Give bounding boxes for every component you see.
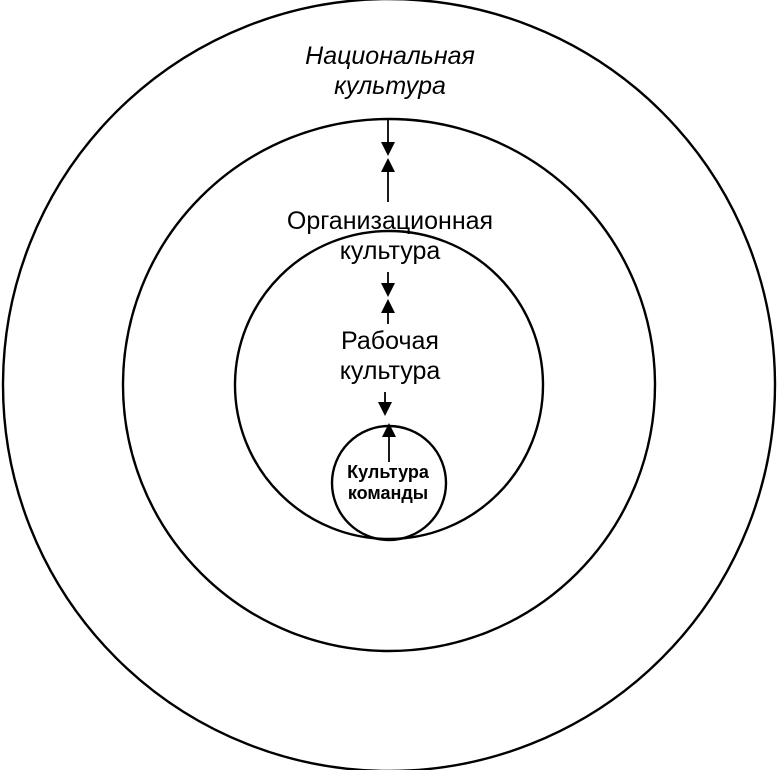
label-national-line2: культура (334, 71, 446, 100)
label-national-line1: Национальная (305, 42, 475, 70)
label-organizational-line2: культура (339, 236, 441, 265)
arrow-up-working (381, 299, 395, 324)
arrow-down-organizational (381, 272, 395, 297)
label-working-line1: Рабочая (341, 327, 439, 355)
label-working-culture: Рабочая культура (260, 327, 520, 386)
ring-organizational (121, 117, 657, 653)
arrow-down-national (381, 120, 395, 156)
arrow-down-working (378, 392, 392, 416)
label-national-culture: Национальная культура (240, 42, 540, 101)
label-organizational-line1: Организационная (286, 207, 494, 235)
label-team-line1: Культура (347, 462, 429, 482)
label-working-line2: культура (339, 356, 441, 385)
arrow-up-organizational (381, 158, 395, 202)
label-team-culture: Культура команды (318, 462, 458, 504)
arrow-up-team (382, 423, 396, 462)
label-team-line2: команды (347, 483, 429, 504)
label-organizational-culture: Организационная культура (220, 207, 560, 266)
